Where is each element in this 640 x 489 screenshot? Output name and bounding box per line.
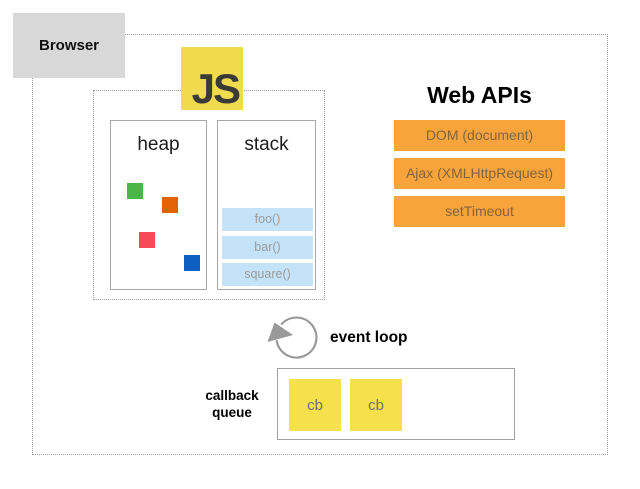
event-loop-label: event loop [330, 329, 408, 346]
web-api-bar-ajax: Ajax (XMLHttpRequest) [394, 158, 565, 189]
stack-title: stack [244, 134, 289, 155]
heap-object-square-blue [184, 255, 200, 271]
browser-boundary-border [32, 34, 608, 455]
js-logo-icon: JS [181, 47, 243, 110]
js-logo-text: JS [191, 65, 241, 113]
callback-item: cb [350, 379, 402, 431]
web-api-bar-dom: DOM (document) [394, 120, 565, 151]
event-loop-circular-arrow-icon [267, 316, 318, 359]
heap-box: heap [110, 120, 207, 290]
stack-frame: bar() [222, 236, 313, 259]
stack-box: stack foo() bar() square() [217, 120, 316, 290]
heap-object-square-red [139, 232, 155, 248]
stack-frame: foo() [222, 208, 313, 231]
heap-object-square-orange [162, 197, 178, 213]
browser-label: Browser [38, 37, 100, 54]
web-api-bar-settimeout: setTimeout [394, 196, 565, 227]
callback-queue-box: cb cb [277, 368, 515, 440]
callback-queue-label: callback queue [205, 388, 259, 420]
browser-label-box: Browser [13, 13, 125, 78]
heap-object-square-green [127, 183, 143, 199]
callback-item: cb [289, 379, 341, 431]
heap-title: heap [137, 134, 180, 155]
stack-frame: square() [222, 263, 313, 286]
web-apis-title: Web APIs [427, 82, 532, 108]
